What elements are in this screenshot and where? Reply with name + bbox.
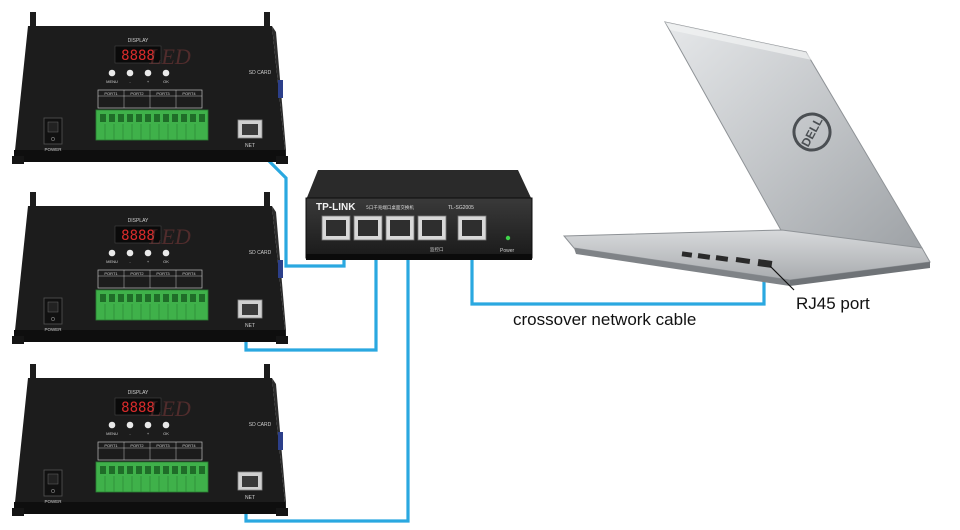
switch-power-led — [505, 235, 511, 241]
led-controller-1 — [11, 11, 289, 165]
laptop-rj45-port — [757, 259, 773, 268]
rj45-port-label: RJ45 port — [796, 294, 870, 313]
cable-switch-laptop — [470, 244, 766, 306]
switch-brand: TP-LINK — [316, 202, 356, 213]
cable-label: crossover network cable — [513, 310, 697, 329]
switch-model: TL-SG2005 — [448, 205, 474, 211]
rj45-pointer-line — [769, 265, 795, 291]
led-controller-3 — [11, 363, 289, 517]
switch-ports — [321, 215, 487, 241]
switch-description: 5口千兆端口桌面交换机 — [366, 204, 414, 211]
laptop-side-ports — [681, 251, 773, 268]
switch-port-caption: 监控口 — [430, 246, 444, 253]
switch-power-label: Power — [500, 248, 515, 254]
network-switch: TP-LINK 5口千兆端口桌面交换机 TL-SG2005 监控口 Power — [305, 170, 533, 260]
laptop: DELL — [562, 21, 931, 286]
led-controller-2 — [11, 191, 289, 345]
